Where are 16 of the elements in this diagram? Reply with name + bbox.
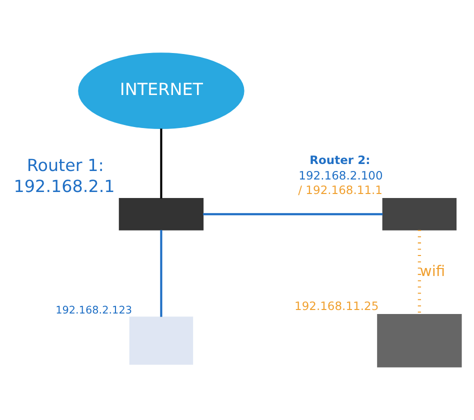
node-ellipse: INTERNET: [78, 52, 244, 129]
node-label: 192.168.2.100: [298, 168, 383, 182]
node-label: 192.168.11.25: [294, 299, 379, 314]
node-label: 192.168.2.1: [14, 176, 115, 196]
node-label: / 192.168.11.1: [298, 183, 383, 198]
node-box: [129, 316, 194, 365]
node-label: Router 2:: [310, 152, 370, 167]
node-label: 192.168.2.123: [56, 304, 132, 316]
connector: [203, 213, 383, 216]
node-box: [377, 314, 462, 368]
connector: [160, 230, 162, 317]
connector: [160, 128, 162, 198]
edge-label: wifi: [420, 263, 446, 280]
node-label: Router 1:: [26, 155, 104, 176]
node-box: [382, 198, 457, 230]
node-box: [118, 198, 204, 230]
